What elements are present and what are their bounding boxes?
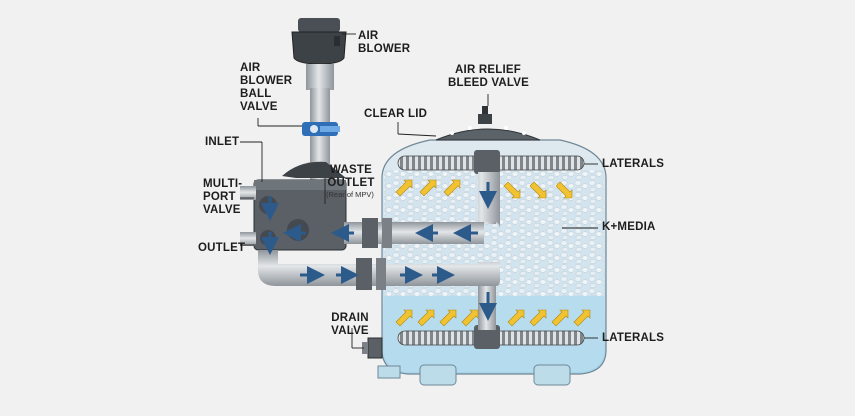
- label-laterals-top: LATERALS: [602, 158, 665, 170]
- drain-valve: [362, 337, 383, 359]
- label-clear-lid: CLEAR LID: [364, 108, 428, 120]
- outlet-pipe: [240, 232, 256, 246]
- air-arrows-bottom: [395, 309, 591, 327]
- label-waste-line2: OUTLET: [327, 177, 375, 189]
- air-blower-ball-valve[interactable]: [302, 122, 340, 136]
- label-air-blower-ball-valve: AIR BLOWER BALL VALVE: [240, 62, 292, 114]
- label-outlet: OUTLET: [198, 242, 246, 254]
- inlet-pipe: [240, 186, 256, 200]
- label-mpv-line3: VALVE: [203, 204, 241, 216]
- label-ball-valve-line1: AIR: [240, 62, 261, 74]
- label-mpv-line1: MULTI-: [203, 178, 243, 190]
- laterals-top: [397, 150, 585, 174]
- label-ball-valve-line3: BALL: [240, 88, 272, 100]
- label-drain-valve: DRAIN VALVE: [328, 312, 372, 338]
- label-waste-outlet: WASTE OUTLET: [320, 164, 382, 190]
- label-air-relief-line1: AIR RELIEF: [455, 64, 521, 76]
- label-air-relief-line2: BLEED VALVE: [448, 77, 530, 89]
- label-multiport-valve: MULTI- PORT VALVE: [203, 178, 242, 217]
- flow-arrows: [261, 182, 497, 321]
- label-drain-line2: VALVE: [331, 325, 369, 337]
- air-arrows-top: [395, 179, 573, 199]
- label-air-blower-line1: AIR: [358, 30, 379, 42]
- label-air-relief-bleed-valve: AIR RELIEF BLEED VALVE: [448, 64, 530, 90]
- label-inlet: INLET: [205, 136, 240, 148]
- label-ball-valve-line2: BLOWER: [240, 75, 293, 87]
- label-air-blower: AIR BLOWER: [358, 30, 410, 56]
- label-mpv-line2: PORT: [203, 191, 236, 203]
- clear-lid: [435, 106, 541, 141]
- air-riser-pipe: [310, 88, 330, 186]
- label-waste-line1: WASTE: [330, 164, 372, 176]
- label-laterals-bottom: LATERALS: [602, 332, 665, 344]
- upper-pipe: [344, 172, 500, 248]
- label-k-media: K+MEDIA: [602, 221, 656, 233]
- air-blower: [291, 18, 347, 90]
- leader-lines: [240, 33, 598, 349]
- multiport-valve: [253, 161, 347, 251]
- label-air-blower-line2: BLOWER: [358, 43, 411, 55]
- label-waste-outlet-note: (Rear of MPV): [326, 190, 374, 199]
- label-drain-line1: DRAIN: [331, 312, 369, 324]
- label-ball-valve-line4: VALVE: [240, 101, 278, 113]
